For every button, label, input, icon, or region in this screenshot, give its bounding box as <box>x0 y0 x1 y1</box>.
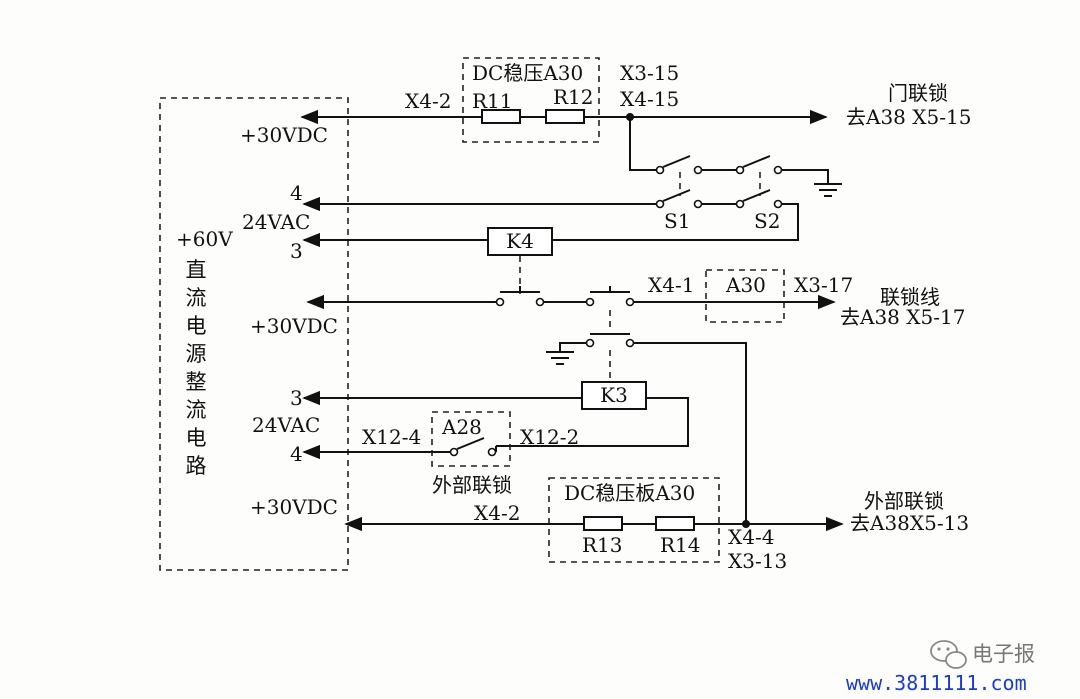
s2-label: S2 <box>754 209 780 233</box>
relay-k3 <box>581 381 647 410</box>
title-char: 流 <box>186 398 207 422</box>
junction-bottom <box>742 520 750 528</box>
title-char: 整 <box>186 370 207 394</box>
external-interlock-dest: 去A38X5-13 <box>850 511 969 535</box>
watermark-url: www.3811111.com <box>846 671 1027 695</box>
bottom-regulator-box <box>548 477 720 563</box>
title-char: 电 <box>186 314 207 338</box>
k3-return-wire <box>496 397 689 447</box>
v30-bottom-label: +30VDC <box>250 495 338 519</box>
interlock-line-label: 联锁线 <box>880 285 940 309</box>
switch-branch-wire <box>629 117 660 171</box>
a28-pin-left: X12-4 <box>362 425 421 449</box>
s2-to-k4-wire <box>552 203 799 241</box>
pin-3-bottom-label: 3 <box>290 386 303 410</box>
k4-label: K4 <box>506 229 534 253</box>
ground-wire-top <box>782 169 829 184</box>
k3-contact-lower <box>585 333 635 348</box>
title-char: 流 <box>186 286 207 310</box>
v60-label: +60V <box>176 227 233 251</box>
bottom-pin-right-bottom: X3-13 <box>728 549 787 573</box>
k3-to-external-wire <box>634 342 747 522</box>
watermark-brand: 电子报 <box>972 642 1035 666</box>
external-interlock-label: 外部联锁 <box>864 489 944 513</box>
resistor-r13 <box>583 516 623 531</box>
top-pin-right-top: X3-15 <box>620 61 679 85</box>
switch-s2-lower <box>735 189 783 209</box>
a28-switch <box>449 437 497 457</box>
top-regulator-title: DC稳压A30 <box>472 61 583 85</box>
resistor-r11 <box>481 109 521 124</box>
top-pin-right-bottom: X4-15 <box>620 87 679 111</box>
v30-top-label: +30VDC <box>240 123 328 147</box>
top-regulator-box <box>462 57 600 143</box>
r14-label: R14 <box>660 533 701 557</box>
a28-pin-right: X12-2 <box>520 425 579 449</box>
title-char: 直 <box>186 258 207 282</box>
interlock-pin-right: X3-17 <box>794 273 853 297</box>
title-char: 电 <box>186 426 207 450</box>
title-char: 路 <box>186 454 207 478</box>
a28-label: A28 <box>441 415 482 439</box>
r13-label: R13 <box>582 533 623 557</box>
power-supply-block <box>159 97 349 571</box>
door-interlock-label: 门联锁 <box>888 81 948 105</box>
bottom-pin-left: X4-2 <box>474 501 520 525</box>
pin-4-top-label: 4 <box>290 181 303 205</box>
s1-label: S1 <box>664 209 690 233</box>
r12-label: R12 <box>553 85 594 109</box>
interlock-pin-left: X4-1 <box>648 273 694 297</box>
power-block-vertical-title: 直 流 电 源 整 流 电 路 <box>186 258 207 478</box>
a28-box <box>431 411 511 467</box>
resistor-r12 <box>545 109 585 124</box>
switch-s2-upper <box>735 155 783 175</box>
door-interlock-dest: 去A38 X5-15 <box>846 105 971 129</box>
ac-bottom-label: 24VAC <box>252 413 320 437</box>
ac-top-label: 24VAC <box>242 210 310 234</box>
interlock-line-dest: 去A38 X5-17 <box>840 305 965 329</box>
k4-contact <box>495 286 545 307</box>
pin-4-bottom-label: 4 <box>290 442 303 466</box>
pin-3-top-label: 3 <box>290 239 303 263</box>
wechat-icon <box>930 640 967 669</box>
relay-k4 <box>487 227 553 256</box>
interlock-a30-box <box>705 269 785 323</box>
ground-icon <box>814 183 842 197</box>
interlock-module-label: A30 <box>725 273 766 297</box>
ground-wire-mid <box>559 342 586 352</box>
a28-caption: 外部联锁 <box>432 473 512 497</box>
title-char: 源 <box>186 342 207 366</box>
switch-s1-upper <box>655 155 703 175</box>
ground-icon <box>546 351 574 365</box>
k3-label: K3 <box>600 383 628 407</box>
bottom-regulator-title: DC稳压板A30 <box>564 481 695 505</box>
resistor-r14 <box>655 516 695 531</box>
k3-contact-upper <box>585 286 635 307</box>
top-pin-left: X4-2 <box>405 89 451 113</box>
bottom-pin-right-top: X4-4 <box>728 525 774 549</box>
v30-mid-label: +30VDC <box>250 314 338 338</box>
switch-s1-lower <box>655 189 703 209</box>
